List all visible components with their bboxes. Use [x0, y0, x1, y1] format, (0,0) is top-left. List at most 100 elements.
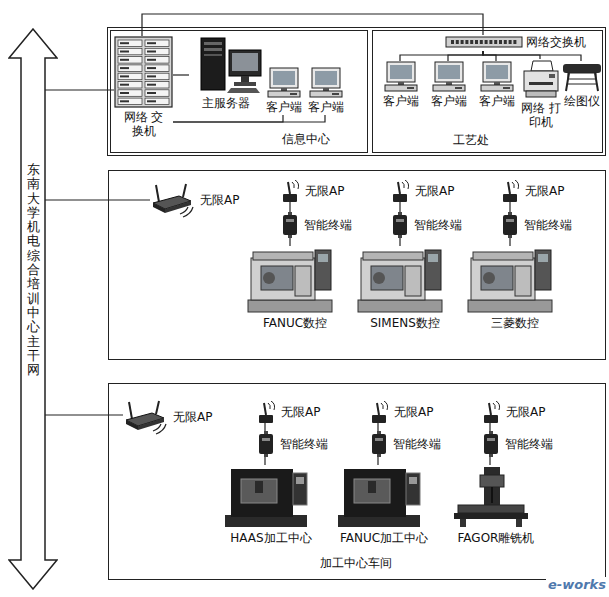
network-line	[377, 423, 378, 431]
icon-part	[393, 215, 407, 235]
icon-part	[145, 48, 169, 55]
icon-part	[460, 519, 466, 527]
label-wrap: 无限AP	[394, 405, 433, 419]
icon-part	[387, 62, 415, 82]
label-wrap: 客户端	[473, 94, 521, 108]
icon-part	[241, 479, 277, 503]
icon-part	[461, 40, 464, 44]
icon-part	[484, 415, 498, 423]
icon-part	[377, 403, 379, 415]
device-node: 智能终端	[369, 431, 445, 457]
network-line	[45, 414, 123, 415]
icon-part	[375, 438, 383, 441]
icon-part	[508, 212, 512, 215]
icon-part	[147, 75, 156, 77]
ap-icon	[479, 401, 503, 423]
icon-part	[484, 434, 498, 454]
label-wrap: FANUC加工中心	[334, 531, 434, 545]
network-line	[483, 51, 496, 61]
device-label: 无限AP	[415, 184, 454, 198]
icon-part	[286, 219, 294, 222]
icon-part	[458, 505, 524, 513]
device-node: 无限AP	[123, 399, 223, 435]
device-label: 智能终端	[505, 437, 553, 451]
network-line	[173, 74, 189, 75]
network-line	[399, 202, 400, 212]
icon-part	[180, 207, 193, 217]
device-node: 客户端	[425, 61, 473, 109]
backbone-arrow: 东南大学机电综合培训中心主干网	[8, 28, 58, 590]
device-label: 无限AP	[200, 193, 239, 207]
icon-part	[147, 84, 156, 86]
icon-part	[524, 71, 558, 91]
network-line	[400, 51, 483, 61]
term-icon	[481, 431, 501, 457]
icon-part	[396, 219, 404, 222]
icon-part	[273, 71, 295, 85]
icon-part	[354, 479, 390, 503]
icon-part	[398, 182, 400, 194]
device-node: 客户端	[305, 67, 347, 115]
icon-part	[204, 54, 222, 56]
icon-part	[120, 75, 129, 77]
device-label: 无限AP	[281, 405, 320, 419]
label-wrap: FAGOR雕铣机	[446, 531, 546, 545]
vmc-icon	[221, 465, 311, 529]
client-icon	[479, 61, 515, 92]
label-wrap: 无限AP	[281, 405, 320, 419]
icon-part	[264, 403, 266, 415]
server-icon	[189, 36, 263, 94]
icon-part	[232, 53, 258, 71]
icon-part	[183, 184, 186, 197]
device-label: 智能终端	[524, 218, 572, 232]
icon-part	[120, 100, 129, 102]
icon-part	[145, 82, 169, 89]
icon-part	[147, 100, 156, 102]
icon-part	[118, 48, 142, 55]
icon-part	[145, 65, 169, 72]
label-wrap: 智能终端	[304, 218, 352, 232]
icon-part	[315, 71, 337, 85]
label-wrap: 信息中心	[282, 132, 330, 146]
network-line	[264, 457, 265, 465]
icon-part	[567, 84, 597, 85]
lathe-icon	[355, 246, 445, 314]
icon-part	[483, 62, 511, 82]
label-wrap: 无限AP	[173, 410, 212, 424]
icon-part	[270, 68, 298, 88]
icon-part	[118, 98, 142, 105]
icon-part	[129, 402, 132, 419]
device-label: FANUC数控	[263, 316, 327, 330]
icon-part	[318, 254, 328, 262]
device-label: 无限AP	[305, 184, 344, 198]
device-label: 客户端	[479, 94, 515, 108]
icon-part	[145, 98, 169, 105]
icon-part	[493, 401, 500, 410]
icon-part	[483, 272, 495, 284]
icon-part	[512, 180, 519, 189]
area-box: 加工中心车间无限AP无限AP智能终端HAAS加工中心无限AP智能终端FANUC加…	[108, 383, 606, 580]
label-wrap: 客户端	[305, 100, 347, 114]
icon-part	[489, 403, 491, 415]
icon-part	[361, 258, 425, 300]
icon-part	[526, 91, 556, 97]
label-wrap: 主服务器	[189, 96, 263, 110]
label-wrap: 智能终端	[414, 218, 462, 232]
icon-part	[296, 477, 304, 484]
label-wrap: 无限AP	[415, 184, 454, 198]
icon-part	[509, 40, 512, 44]
device-node: 无限AP	[278, 180, 352, 202]
icon-part	[264, 431, 268, 434]
icon-part	[372, 415, 386, 423]
icon-part	[156, 401, 159, 414]
device-node: 无限AP	[498, 180, 572, 202]
icon-part	[268, 91, 300, 97]
device-label: HAAS加工中心	[230, 531, 311, 545]
ap-icon	[388, 180, 412, 202]
device-label: 网络交换机	[526, 35, 586, 49]
network-line	[142, 14, 483, 36]
device-node: 智能终端	[500, 212, 576, 238]
device-label: 无限AP	[525, 184, 564, 198]
icon-part	[371, 266, 403, 290]
icon-part	[402, 180, 409, 189]
